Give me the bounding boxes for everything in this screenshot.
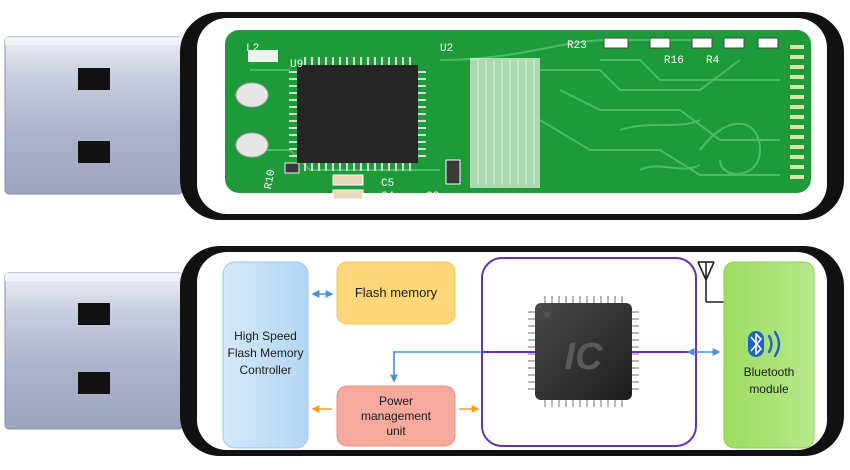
usb-connector-icon [4,36,184,195]
pcb-label-r10: R10 [263,169,278,191]
pcb-label-c5: C5 [381,178,394,190]
usb-connector-icon [4,272,184,430]
pcb-main-chip: TTCLWGW FT10 CTTGOO M27 [289,57,426,171]
pcb-label-c4: C4 [381,191,395,203]
bluetooth-label-line1: Bluetooth [744,365,795,379]
diagram-connections [311,290,721,413]
power-label-line1: Power [379,394,413,408]
controller-block: High Speed Flash Memory Controller [222,261,309,449]
controller-label-line3: Controller [239,363,291,377]
usb-stick-pcb: TTCLWGW FT10 CTTGOO M27 L2 U2 U9 R23 R16… [4,12,844,220]
pcb-label-r23: R23 [567,40,587,52]
pcb-label-r16: R16 [664,55,684,67]
pcb-label-u2: U2 [440,43,453,55]
pcb-pin-strip [477,60,535,185]
power-label-line2: management [361,409,432,423]
microchip-icon: IC [528,296,639,407]
pcb-components [284,37,779,200]
usb-stick-diagram: High Speed Flash Memory Controller Flash… [4,246,844,456]
bluetooth-module-block: Bluetooth module [723,261,815,449]
power-label-line3: unit [386,424,406,438]
chip-ic-mark: IC [565,336,604,378]
flash-memory-label: Flash memory [355,285,438,300]
controller-label-line1: High Speed [234,329,297,343]
power-management-block: Power management unit [336,385,456,447]
controller-label-line2: Flash Memory [227,346,303,360]
pcb-label-l2: L2 [246,43,259,55]
bluetooth-icon [748,330,781,358]
pcb-traces [250,39,780,176]
flash-memory-block: Flash memory [336,261,456,325]
pcb-label-u9: U9 [290,59,303,71]
pcb-label-r4: R4 [706,55,720,67]
pcb-label-c3: C3 [426,191,439,203]
bluetooth-label-line2: module [749,382,789,396]
pcb-edge-pads [790,45,804,179]
